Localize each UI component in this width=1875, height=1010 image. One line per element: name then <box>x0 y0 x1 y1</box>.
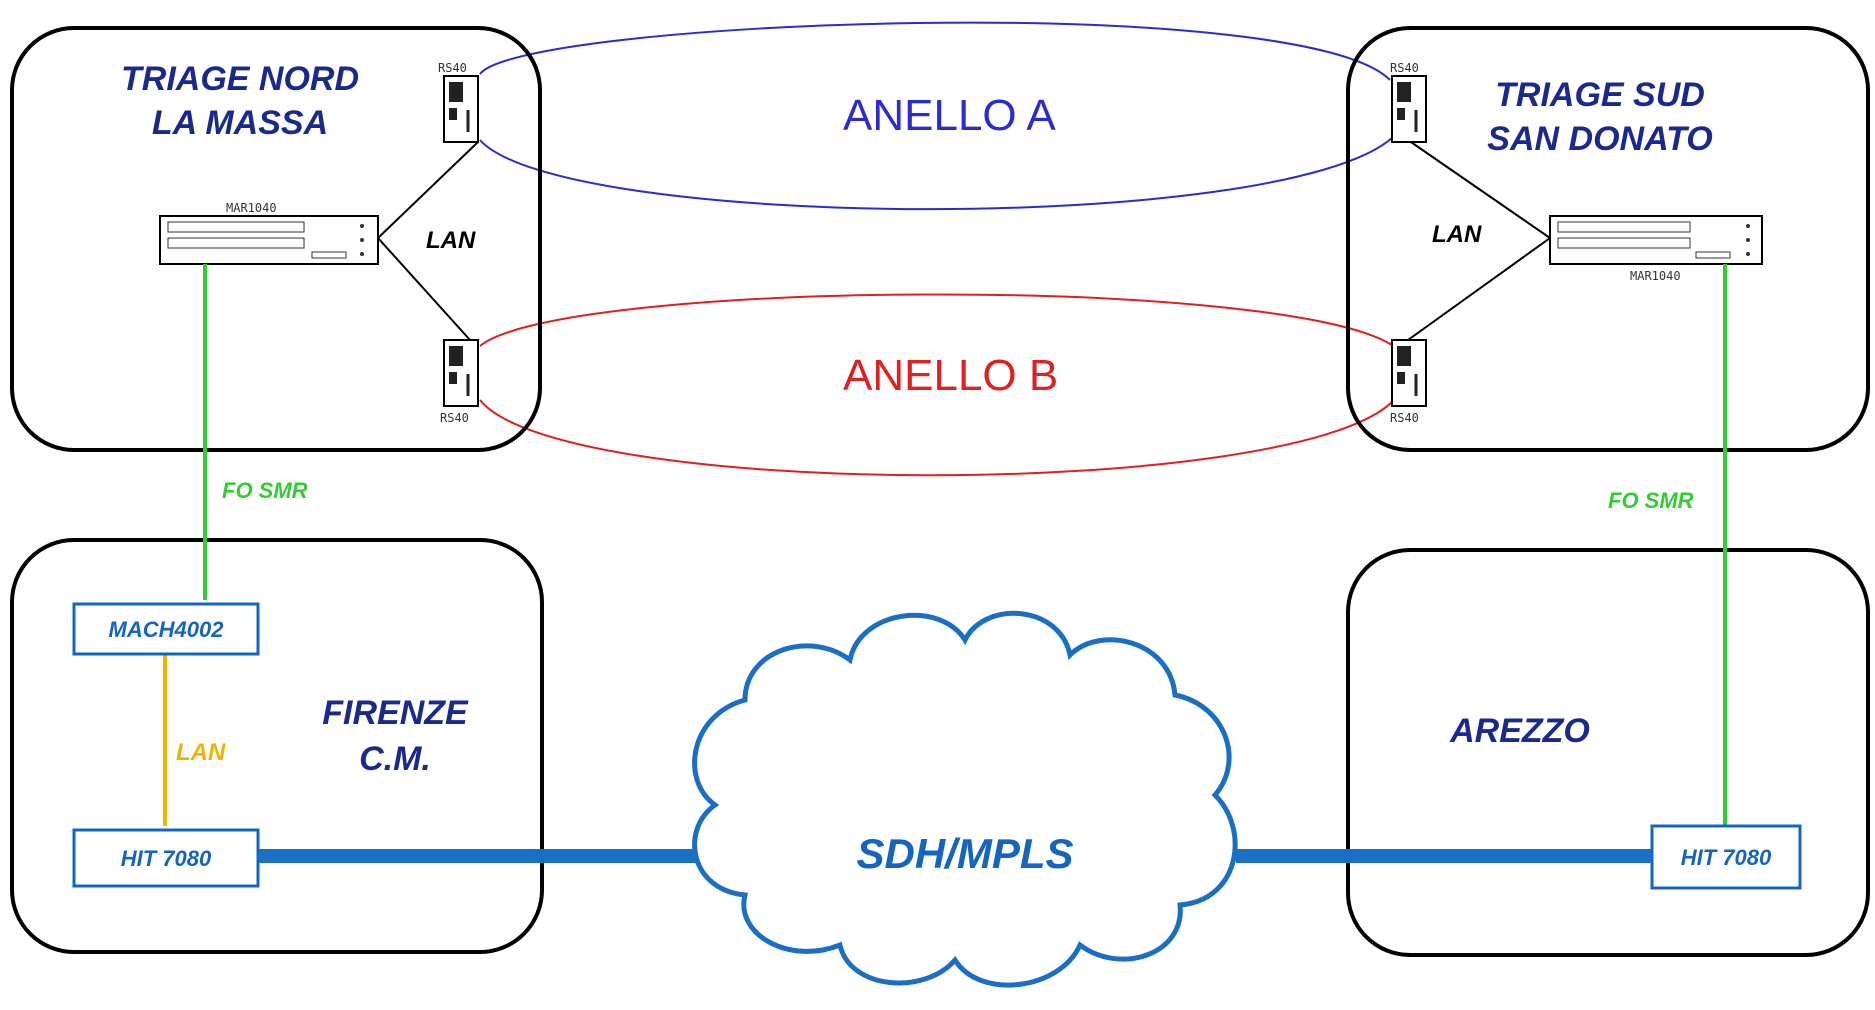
lan-link <box>1407 139 1551 239</box>
rs40-label: RS40 <box>438 61 467 75</box>
site-box-triage-sud <box>1346 26 1870 452</box>
site-title-arezzo: AREZZO <box>1449 712 1590 750</box>
mar1040-label: MAR1040 <box>1630 269 1681 283</box>
site-box-firenze <box>10 538 544 954</box>
mach4002-box <box>72 602 260 656</box>
site-title-triage-sud-line2: SAN DONATO <box>1487 120 1712 158</box>
lan-label-firenze: LAN <box>176 739 226 766</box>
sdh-mpls-cloud <box>692 610 1238 988</box>
ring-b-line <box>479 399 1393 477</box>
mar1040-label: MAR1040 <box>226 201 277 215</box>
rs40-label: RS40 <box>1390 61 1419 75</box>
hit7080-label-arezzo: HIT 7080 <box>1681 845 1772 870</box>
rs40-switch-nord-top <box>443 75 479 143</box>
rs40-switch-sud-bottom <box>1391 339 1427 407</box>
sdh-mpls-label: SDH/MPLS <box>856 830 1073 877</box>
fo-smr-label-nord: FO SMR <box>222 478 308 503</box>
fo-smr-label-sud: FO SMR <box>1608 488 1694 513</box>
hit7080-label-firenze: HIT 7080 <box>121 846 212 871</box>
mar1040-switch-nord <box>159 215 379 265</box>
hit7080-box-arezzo <box>1650 824 1802 890</box>
site-title-triage-nord-line1: TRIAGE NORD <box>121 60 359 98</box>
ring-b-label: ANELLO B <box>843 351 1058 400</box>
lan-label-nord: LAN <box>426 227 476 254</box>
rs40-label: RS40 <box>440 411 469 425</box>
mach4002-label: MACH4002 <box>109 617 225 642</box>
lan-link <box>1407 237 1551 341</box>
lan-link <box>377 141 479 239</box>
ring-a-line <box>479 137 1393 211</box>
site-title-triage-sud-line1: TRIAGE SUD <box>1495 76 1705 114</box>
mar1040-switch-sud <box>1549 215 1763 265</box>
ring-a-label: ANELLO A <box>843 91 1056 140</box>
rs40-switch-nord-bottom <box>443 339 479 407</box>
rs40-switch-sud-top <box>1391 75 1427 143</box>
ring-b-line <box>479 293 1393 347</box>
site-box-triage-nord <box>10 26 542 452</box>
ring-a-line <box>479 21 1391 81</box>
rs40-label: RS40 <box>1390 411 1419 425</box>
site-title-firenze-line2: C.M. <box>359 740 431 778</box>
hit7080-box-firenze <box>72 828 260 888</box>
lan-label-sud: LAN <box>1432 221 1482 248</box>
lan-link <box>377 237 471 341</box>
site-box-arezzo <box>1346 548 1870 957</box>
site-title-triage-nord-line2: LA MASSA <box>152 104 328 142</box>
site-title-firenze-line1: FIRENZE <box>322 694 469 732</box>
